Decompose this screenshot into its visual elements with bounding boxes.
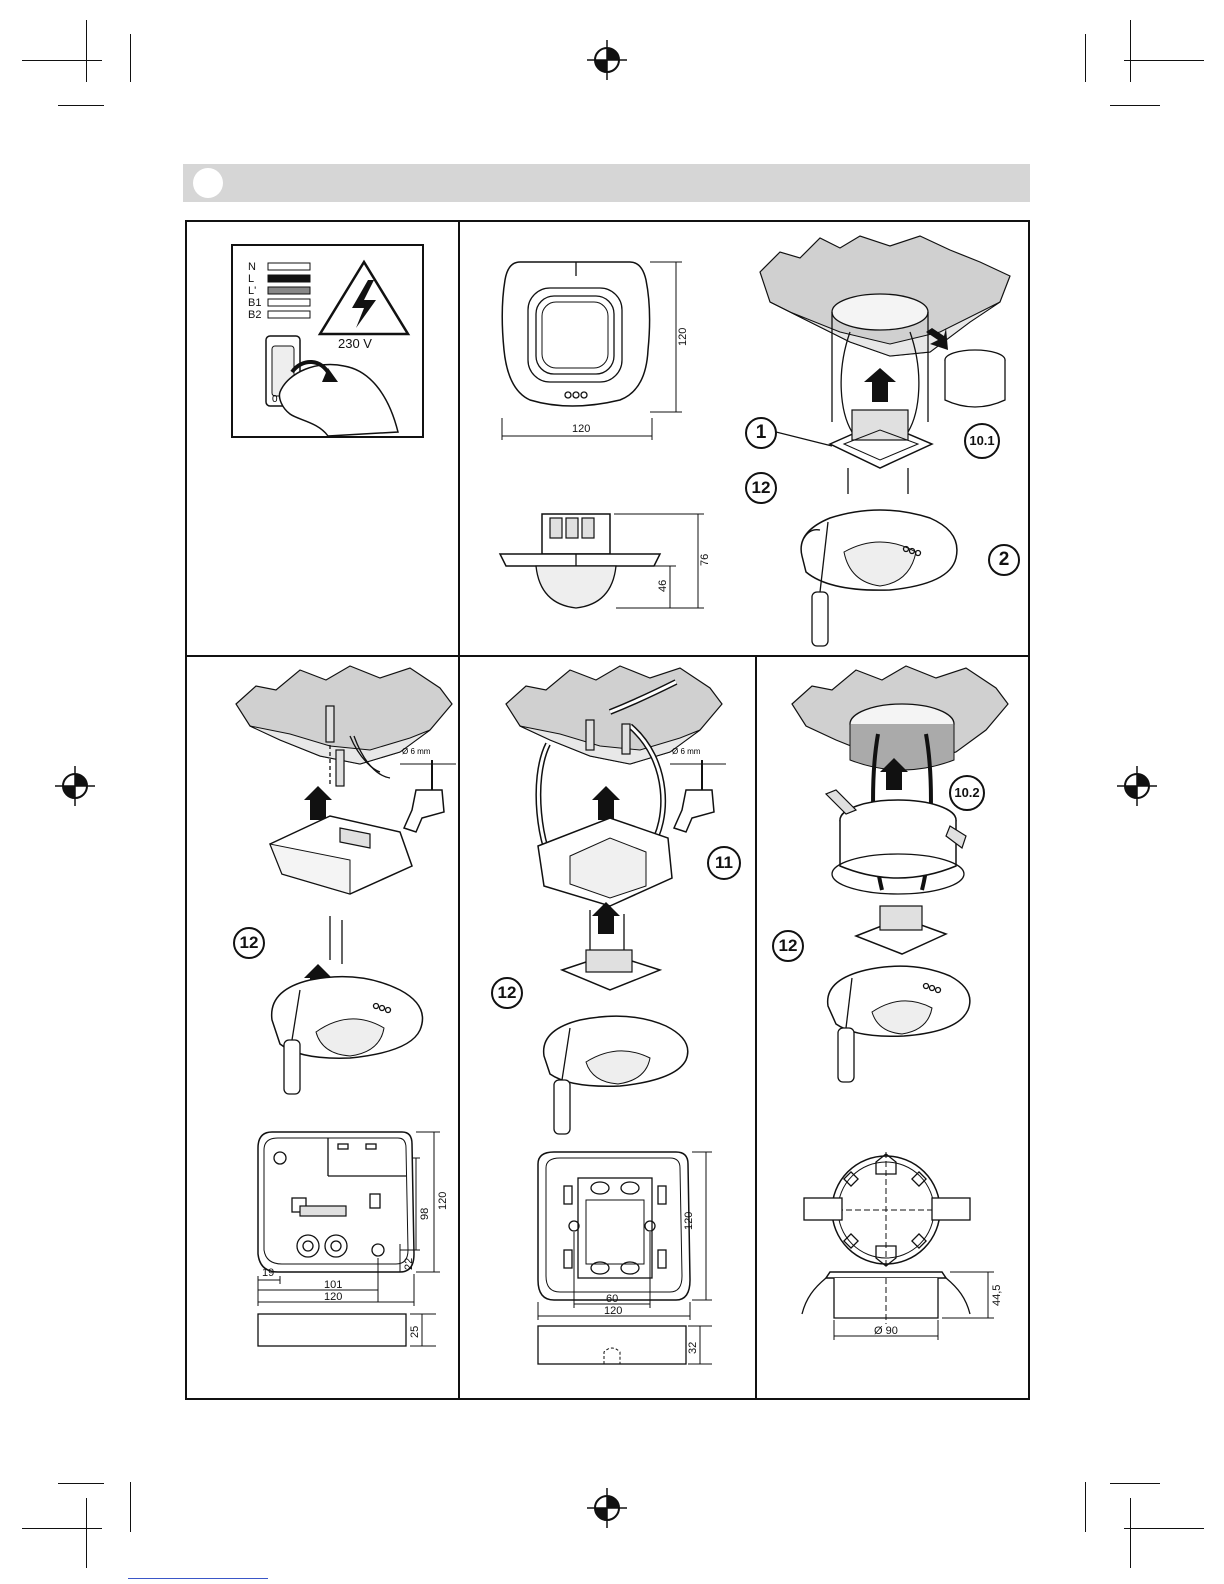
callout-10-1: 10.1 [964,423,1000,459]
crop-mark [86,20,87,82]
dim-total: 76 [699,554,711,566]
flush-box-dimension-drawing: 44,5 Ø 90 [790,1128,1020,1358]
crop-mark [1110,105,1160,106]
legend-label: B1 [248,297,261,309]
crop-mark [22,60,102,61]
crop-mark [1124,1528,1204,1529]
crop-mark [1130,20,1131,82]
drill-icon: Ø 6 mm [668,746,728,836]
high-voltage-icon [316,258,412,338]
dim-inner-h: 98 [419,1208,431,1220]
footer-link-underline [128,1578,268,1579]
adapter-mount-exploded-drawing [500,660,750,1140]
side-view-drawing: 76 46 [490,508,720,616]
crop-mark [1085,1482,1086,1532]
callout-1: 1 [745,417,777,449]
crop-mark [58,105,104,106]
dim-outer-h: 120 [437,1192,449,1210]
wiring-legend: N L L' B1 B2 [246,258,318,324]
dim-outer-h: 120 [683,1212,695,1230]
dim-height: 120 [677,328,689,346]
registration-mark-top [587,40,627,80]
callout-12-adapter: 12 [491,977,523,1009]
crop-mark [1124,60,1204,61]
legend-label: N [248,261,256,273]
legend-label: L [248,273,254,285]
drill-label: Ø 6 mm [402,747,431,756]
crop-mark [130,1482,131,1532]
crop-mark [22,1528,102,1529]
dim-width: 120 [572,423,590,435]
svg-text:0: 0 [272,394,278,405]
section-header-bar [183,164,1030,202]
registration-mark-left [55,766,95,806]
dim-inner-w: 101 [324,1279,342,1291]
dim-depth: 25 [409,1326,421,1338]
hand-switch-off-icon: 0 [258,332,408,436]
ceiling-box-exploded-drawing [786,660,1026,1100]
crop-mark [86,1498,87,1568]
section-number-circle [193,168,223,198]
crop-mark [1085,34,1086,82]
dim-diameter: Ø 90 [874,1325,898,1337]
crop-mark [130,34,131,82]
dim-depth: 32 [687,1342,699,1354]
crop-mark [1130,1498,1131,1568]
callout-2: 2 [988,544,1020,576]
callout-10-2: 10.2 [949,775,985,811]
dim-lower: 46 [657,580,669,592]
callout-12-surface: 12 [233,927,265,959]
registration-mark-right [1117,766,1157,806]
dim-outer-w: 120 [604,1305,622,1317]
dim-depth: 44,5 [991,1285,1003,1306]
drill-icon: Ø 6 mm [398,746,458,836]
drill-label: Ø 6 mm [672,747,701,756]
legend-label: L' [248,285,256,297]
crop-mark [58,1483,104,1484]
callout-12-ceiling: 12 [772,930,804,962]
adapter-box-dimension-drawing: 120 60 120 32 [530,1140,720,1376]
surface-box-dimension-drawing: 98 120 22 19 101 120 25 [250,1124,450,1374]
top-view-drawing: 120 120 [490,250,700,450]
callout-line [776,428,836,450]
dim-offset: 22 [403,1258,415,1270]
callout-11: 11 [707,846,741,880]
registration-mark-bottom [587,1488,627,1528]
crop-mark [1110,1483,1160,1484]
surface-mount-exploded-drawing [230,660,460,1100]
dim-hole-spacing: 60 [606,1293,618,1305]
dim-outer-w: 120 [324,1291,342,1303]
legend-label: B2 [248,309,261,321]
callout-12: 12 [745,472,777,504]
dim-left-offset: 19 [262,1267,274,1279]
